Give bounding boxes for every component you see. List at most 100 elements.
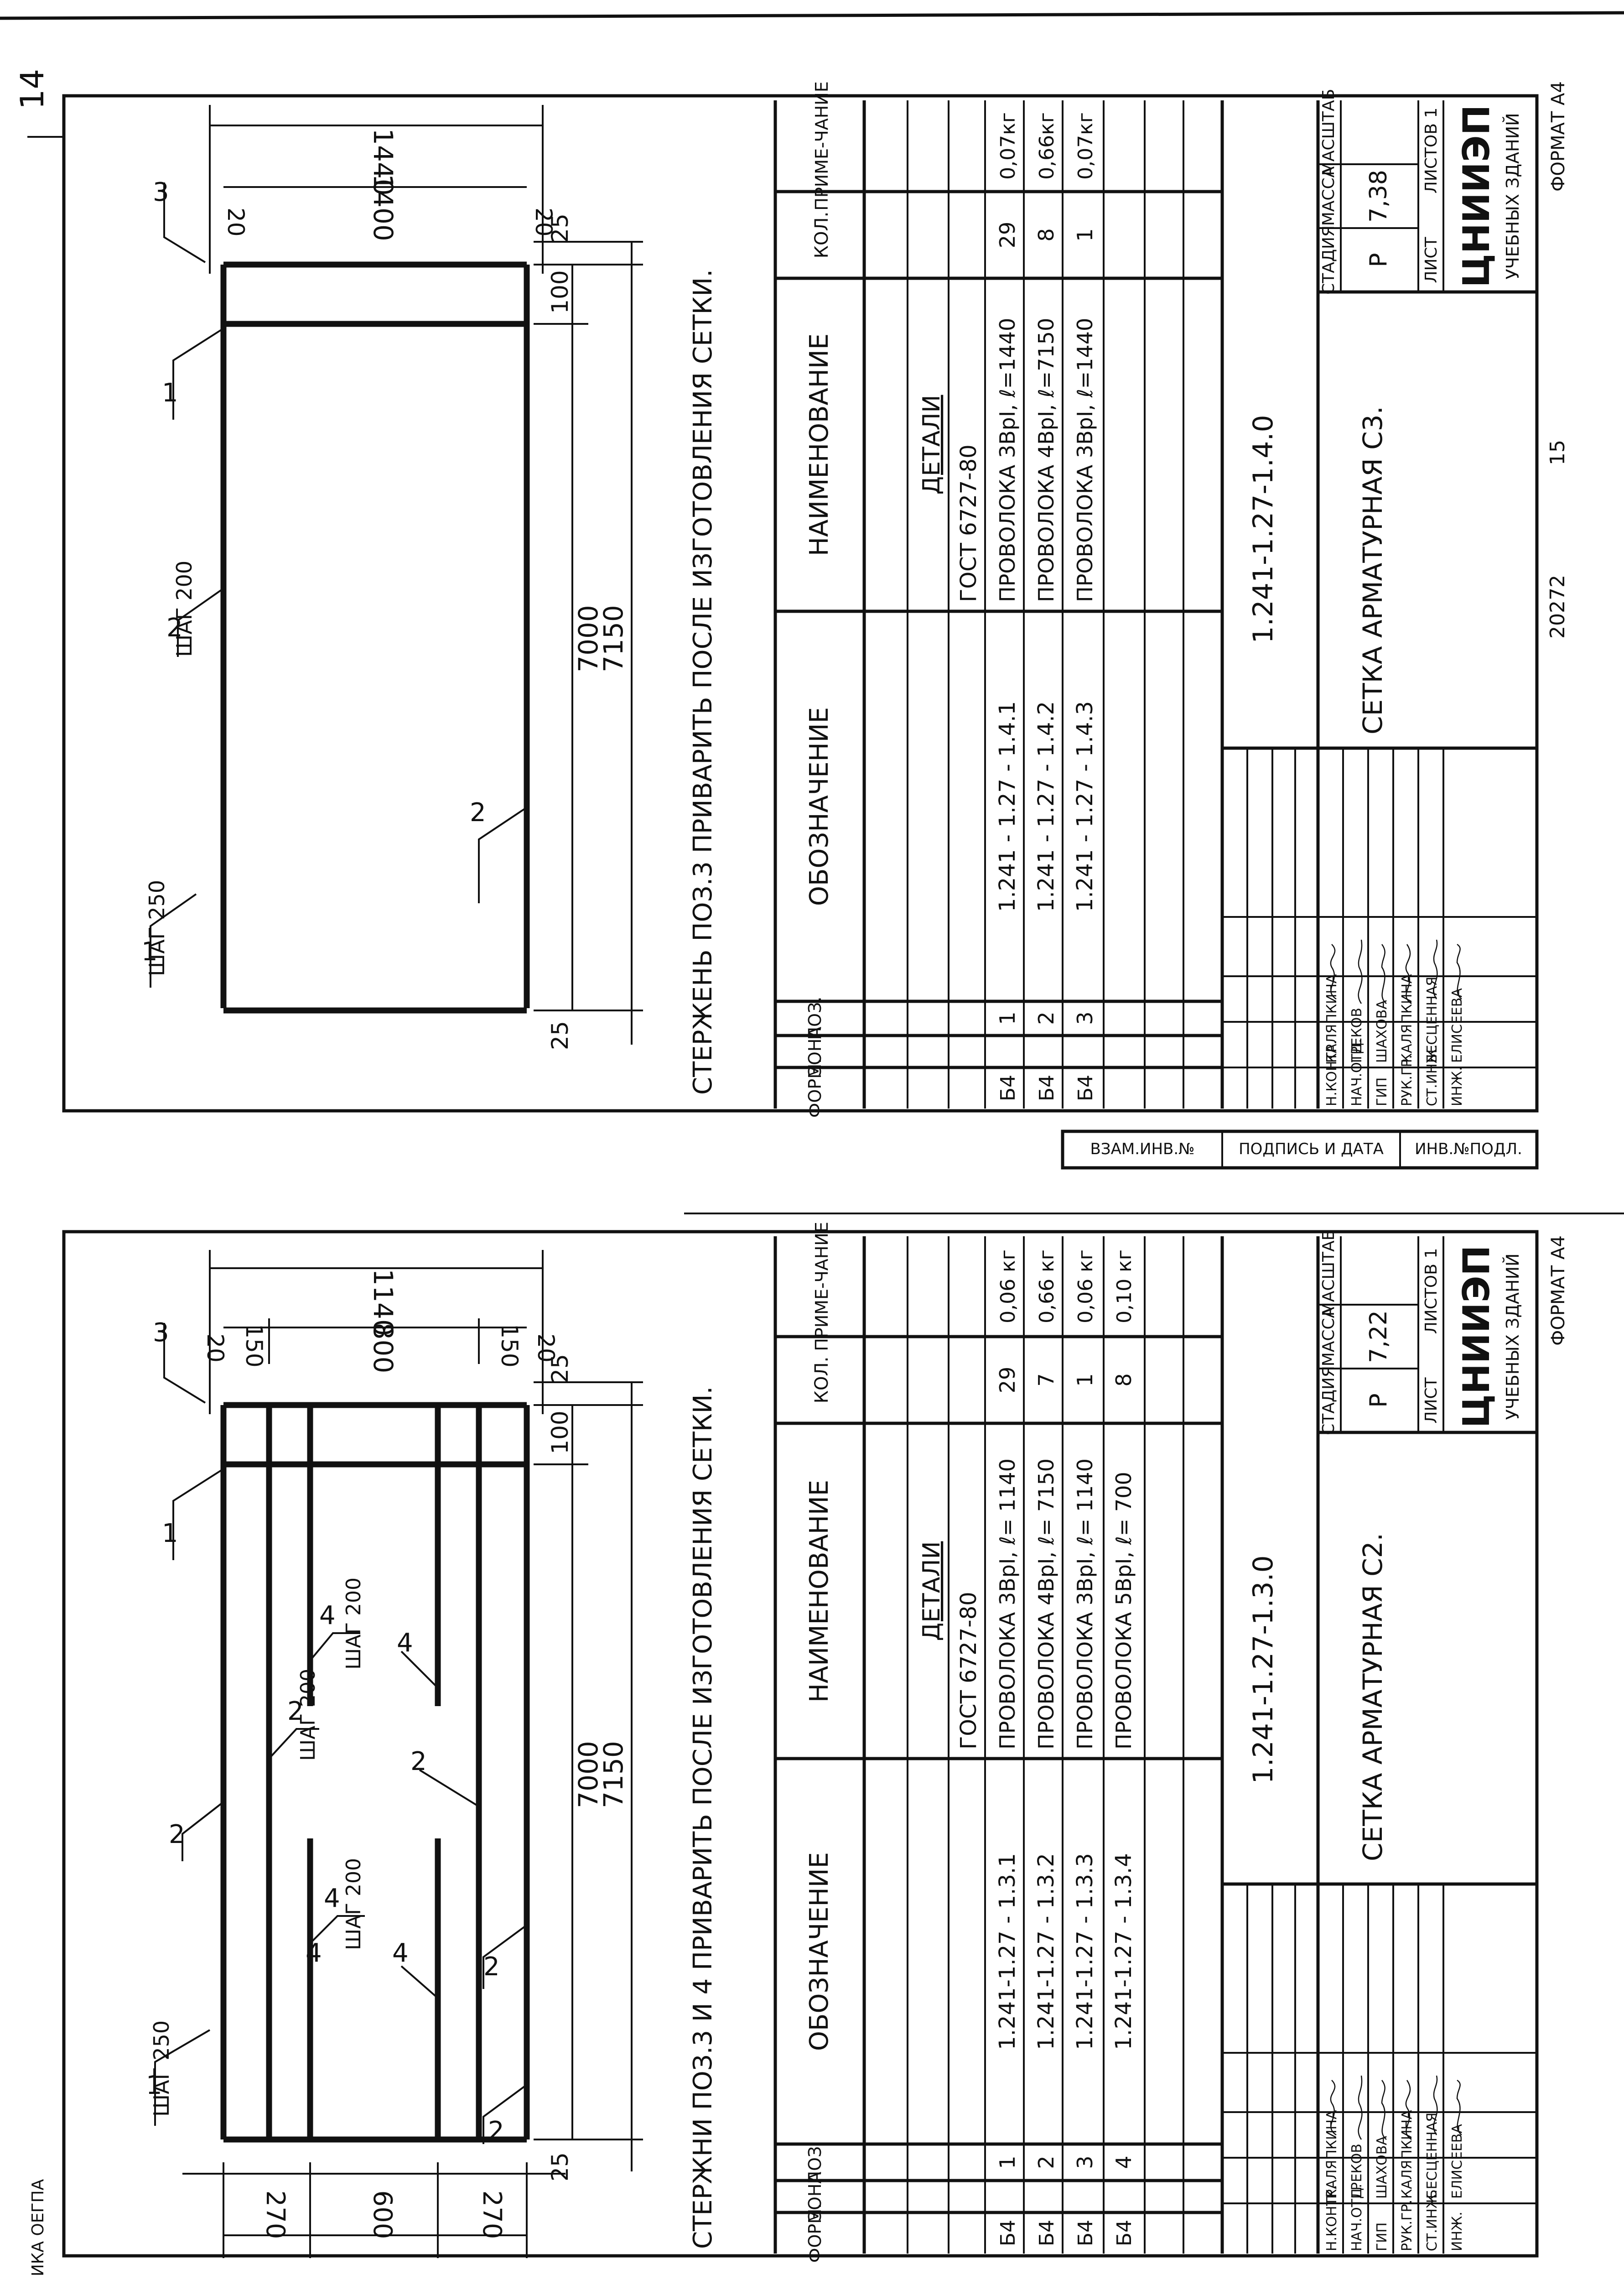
c3-title-block: 1.241-1.27-1.4.0 СЕТКА АРМАТУРНАЯ С3. СТ… xyxy=(1222,89,1537,1109)
c2-leader-4d xyxy=(400,1650,439,1689)
c3-leader-1-step: ШАГ 250 xyxy=(145,880,169,976)
c3-row3-form: Б4 xyxy=(1074,1075,1097,1101)
c3-dim-1400: 1400 xyxy=(368,174,399,241)
c3-leader-2-step: ШАГ 200 xyxy=(172,561,197,657)
c2-row4-designation: 1.241-1.27 - 1.3.4 xyxy=(1111,1853,1136,2050)
side-stamp: ИНВ.№ПОДЛ. ПОДПИСЬ И ДАТА ВЗАМ.ИНВ.№ xyxy=(1061,1130,1539,1170)
top-edge-line xyxy=(0,11,1624,20)
c3-row3-qty: 1 xyxy=(1073,228,1097,241)
c3-row2-qty: 8 xyxy=(1034,228,1058,241)
c2-hdr-pos: ПОЗ. xyxy=(805,2141,825,2184)
c3-row3-pos: 3 xyxy=(1073,1011,1097,1025)
side-stamp-sign: ПОДПИСЬ И ДАТА xyxy=(1239,1140,1384,1158)
c2-format: ФОРМАТ А4 xyxy=(1548,1235,1569,1346)
c2-leader-2d xyxy=(483,1924,528,1989)
c2-dim-150-top: 150 xyxy=(241,1324,267,1367)
c2-dim-270-b: 270 xyxy=(477,2191,507,2239)
c2-org-sub: УЧЕБНЫХ ЗДАНИЙ xyxy=(1503,1254,1523,1420)
c2-leader-2-num: 2 xyxy=(169,1820,185,1849)
c3-leader-1b xyxy=(172,328,224,420)
c2-person: ЕЛИСЕЕВА xyxy=(1449,2124,1465,2199)
c3-signature-icon xyxy=(1456,943,1462,999)
c3-row1-designation: 1.241 - 1.27 - 1.4.1 xyxy=(995,701,1020,912)
c2-leader-1-num: 1 xyxy=(146,2071,162,2100)
page-number: 14 xyxy=(14,69,51,109)
c2-row1-qty: 29 xyxy=(995,1367,1020,1394)
c2-person: КАЛЯПКИНА xyxy=(1399,2110,1415,2199)
c2-role: Н.КОНТР. xyxy=(1324,2185,1340,2251)
c2-leader-2b xyxy=(268,1728,319,1759)
c3-doc-code: 1.241-1.27-1.4.0 xyxy=(1247,415,1279,643)
c2-row2-name: ПРОВОЛОКА 4ВрI, ℓ= 7150 xyxy=(1034,1458,1058,1749)
c3-person: ЕЛИСЕЕВА xyxy=(1449,988,1465,1063)
c2-dim-7150: 7150 xyxy=(598,1741,629,1808)
c3-leader-1-num: 1 xyxy=(141,937,158,967)
c3-row3-mass: 0,07кг xyxy=(1074,112,1097,180)
c3-section-title: ДЕТАЛИ xyxy=(918,395,945,495)
c2-leader-1-step: ШАГ 250 xyxy=(149,2020,174,2117)
c3-role: РУК.ГР. xyxy=(1399,1055,1415,1106)
side-stamp-replace: ВЗАМ.ИНВ.№ xyxy=(1090,1140,1194,1158)
c3-footer-page: 15 xyxy=(1546,440,1569,465)
c2-row3-pos: 3 xyxy=(1073,2155,1097,2169)
c3-stage: Р xyxy=(1365,253,1392,267)
sheet-c2-frame xyxy=(62,1230,1539,2258)
c2-leader-2c xyxy=(419,1769,480,1807)
c2-leader-4d-num: 4 xyxy=(397,1628,413,1658)
c3-role: Н.КОНТР. xyxy=(1324,1040,1340,1106)
c2-leader-2b-step: ШАГ 200 xyxy=(296,1669,320,1761)
margin-text: ИКА ОЕГПА xyxy=(29,2179,47,2276)
c3-row1-pos: 1 xyxy=(995,1011,1020,1025)
c2-leader-4b xyxy=(309,1632,360,1661)
c3-spec-table: ФОРМ. ЗОНА ПОЗ. ОБОЗНАЧЕНИЕ НАИМЕНОВАНИЕ… xyxy=(773,81,1224,1118)
c2-role: ИНЖ. xyxy=(1449,2212,1465,2251)
c2-signature-icon xyxy=(1433,2075,1438,2135)
c2-row1-name: ПРОВОЛОКА 3ВрI, ℓ= 1140 xyxy=(995,1458,1020,1749)
c2-person: БЕСЦЕННАЯ xyxy=(1424,2113,1440,2199)
c3-leader-2-num: 2 xyxy=(166,613,183,643)
c2-leader-3-num: 3 xyxy=(153,1318,169,1348)
c2-row2-pos: 2 xyxy=(1034,2155,1058,2169)
c2-leader-1b-num: 1 xyxy=(162,1519,178,1548)
c3-format: ФОРМАТ А4 xyxy=(1548,81,1569,192)
c3-signature-icon xyxy=(1358,939,1363,1004)
c2-leader-1 xyxy=(154,2029,211,2126)
c3-signature-icon xyxy=(1381,944,1387,1004)
c2-hdr-form: ФОРМ. xyxy=(805,2203,825,2263)
c2-mass: 7,22 xyxy=(1365,1310,1392,1363)
c3-hdr-pos: ПОЗ. xyxy=(805,997,825,1040)
c2-leader-4c-num: 4 xyxy=(306,1938,322,1968)
c3-row1-form: Б4 xyxy=(996,1075,1020,1101)
c2-spec-table: ФОРМ. ЗОНА ПОЗ. ОБОЗНАЧЕНИЕ НАИМЕНОВАНИЕ… xyxy=(773,1222,1224,2263)
c2-dim-600: 600 xyxy=(368,2191,397,2239)
c3-org-sub: УЧЕБНЫХ ЗДАНИЙ xyxy=(1503,113,1523,280)
c3-note: СТЕРЖЕНЬ ПОЗ.3 ПРИВАРИТЬ ПОСЛЕ ИЗГОТОВЛЕ… xyxy=(688,269,718,1095)
c2-row2-mass: 0,66 кг xyxy=(1035,1249,1058,1323)
c2-leader-4e xyxy=(400,1965,439,1999)
c3-leader-2b-num: 2 xyxy=(470,798,486,828)
c2-hdr-designation: ОБОЗНАЧЕНИЕ xyxy=(804,1852,834,2051)
c2-row3-form: Б4 xyxy=(1074,2220,1097,2246)
c3-row2-designation: 1.241 - 1.27 - 1.4.2 xyxy=(1033,701,1059,912)
c2-leader-4a-num: 4 xyxy=(324,1884,340,1913)
c3-row1-name: ПРОВОЛОКА 3ВрI, ℓ=1440 xyxy=(995,318,1020,602)
c2-leader-4e-num: 4 xyxy=(392,1938,409,1968)
c3-signature-icon xyxy=(1433,939,1438,999)
c2-signature-icon xyxy=(1330,2080,1337,2136)
c2-dim-100: 100 xyxy=(547,1411,573,1454)
c2-dim-25-right: 25 xyxy=(547,1354,573,1383)
c2-person: КАЛЯПКИНА xyxy=(1324,2110,1340,2199)
c2-stage: Р xyxy=(1365,1393,1392,1407)
c3-role: ИНЖ. xyxy=(1449,1067,1465,1106)
c2-row4-qty: 8 xyxy=(1111,1373,1136,1386)
c2-leader-2b-num: 2 xyxy=(287,1697,304,1726)
c3-mass-header: МАССА xyxy=(1319,166,1338,226)
c2-leader-2d-num: 2 xyxy=(483,1952,500,1982)
c2-row2-qty: 7 xyxy=(1034,1373,1058,1386)
c3-signature-icon xyxy=(1405,944,1412,1005)
c2-role: РУК.ГР. xyxy=(1399,2200,1415,2251)
c2-dim-270-a: 270 xyxy=(260,2191,290,2239)
c2-row3-name: ПРОВОЛОКА 3ВрI, ℓ= 1140 xyxy=(1073,1458,1097,1749)
c2-row1-form: Б4 xyxy=(996,2220,1020,2246)
c2-row2-designation: 1.241-1.27 - 1.3.2 xyxy=(1033,1853,1059,2050)
